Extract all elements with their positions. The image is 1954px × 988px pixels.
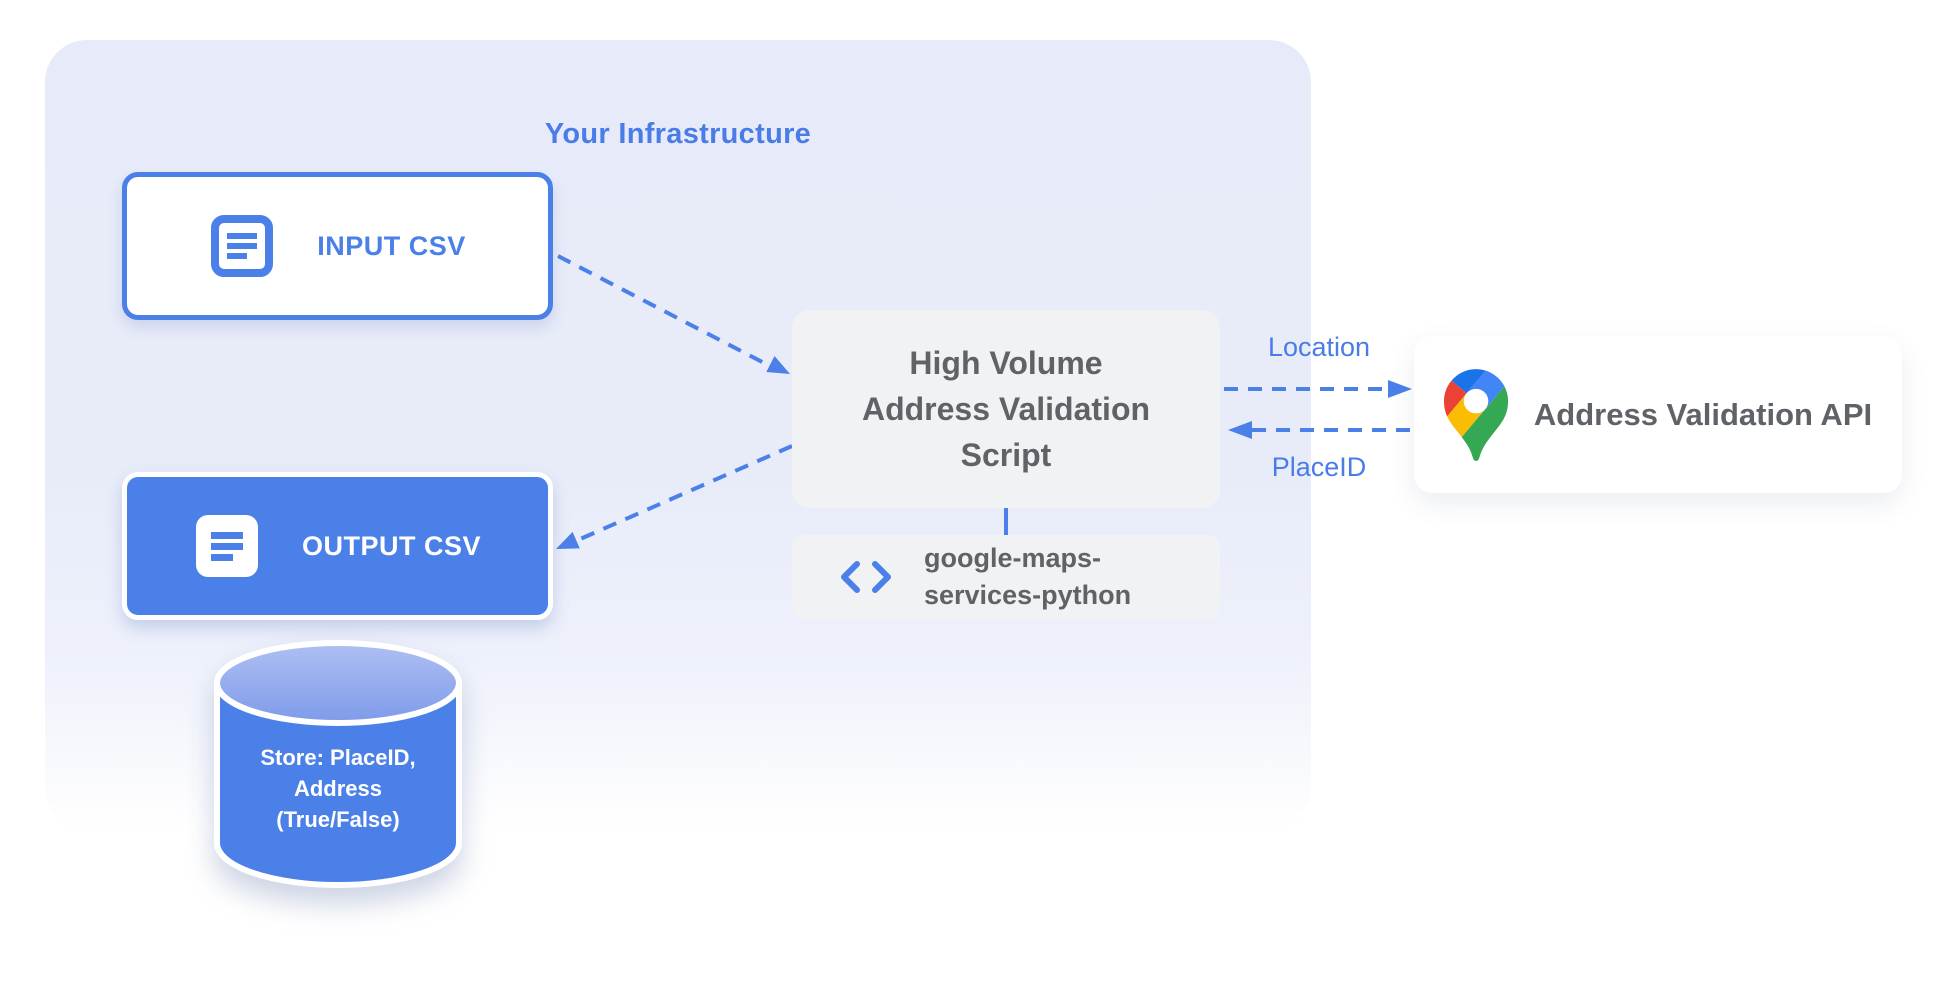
api-label: Address Validation API xyxy=(1533,396,1873,432)
infrastructure-title: Your Infrastructure xyxy=(544,118,812,150)
node-input-csv: INPUT CSV xyxy=(122,172,553,320)
script-label: High Volume Address Validation Script xyxy=(861,345,1151,473)
database-cylinder-shape xyxy=(214,640,462,888)
edge-label-location: Location xyxy=(1267,332,1371,362)
datastore-label: Store: PlaceID, Address (True/False) xyxy=(260,745,416,832)
input-csv-label: INPUT CSV xyxy=(317,230,466,261)
library-label: google-maps- services-python xyxy=(924,543,1132,610)
code-icon xyxy=(838,559,894,595)
node-api: Address Validation API xyxy=(1414,336,1902,493)
node-output-csv: OUTPUT CSV xyxy=(122,472,553,620)
edge-label-placeid: PlaceID xyxy=(1271,452,1367,482)
node-library: google-maps- services-python xyxy=(792,535,1220,619)
node-script: High Volume Address Validation Script xyxy=(792,310,1220,508)
google-maps-pin-icon xyxy=(1443,368,1508,461)
document-icon xyxy=(194,513,260,579)
output-csv-label: OUTPUT CSV xyxy=(301,530,481,561)
node-datastore: Store: PlaceID, Address (True/False) xyxy=(210,638,466,896)
document-icon xyxy=(209,213,275,279)
